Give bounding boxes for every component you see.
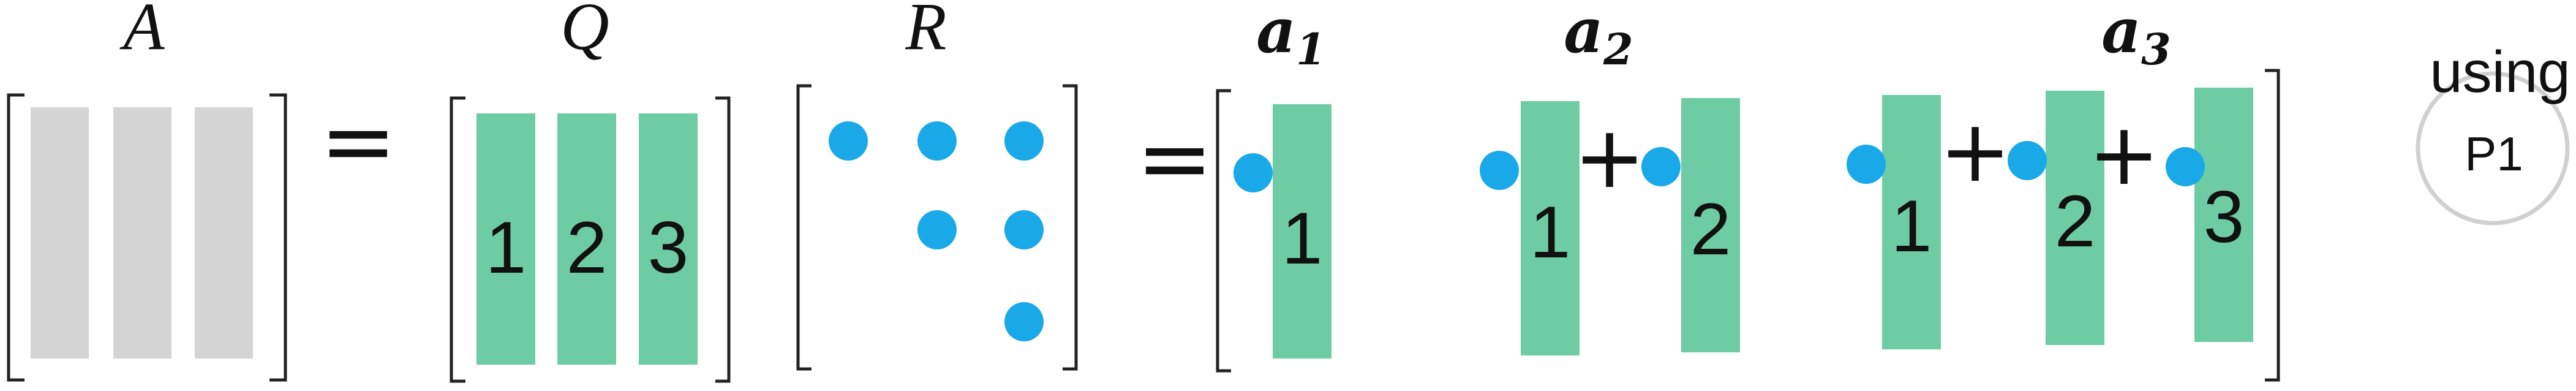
a3-q-column-2 [2046,91,2104,345]
label-q: Q [560,0,609,64]
bracket-q-right [715,96,731,383]
a1-q-column-1 [1273,104,1331,359]
a2-term-1-label: 1 [1530,191,1571,273]
a1-term-1-label: 1 [1282,197,1323,279]
bracket-a-left [7,93,24,382]
a3-q-column-3 [2194,88,2253,342]
bracket-q-left [450,96,465,383]
a3-term-2-label: 2 [2055,180,2096,262]
a3-coef-dot-2 [2008,141,2047,180]
q-column-3 [639,113,698,365]
a2-coef-dot-1 [1480,151,1519,190]
a1-coef-dot-1 [1233,153,1273,192]
r-entry-1-2 [917,121,957,161]
a2-coef-dot-2 [1641,147,1681,186]
r-entry-2-3 [1004,210,1044,249]
using-p1-badge[interactable]: using P1 [2416,39,2570,226]
a2-q-column-2 [1681,98,1740,352]
label-a3: a3 [2101,0,2171,75]
label-a: A [119,0,165,64]
r-entry-3-3 [1004,302,1044,341]
a2-plus-sign: + [1573,108,1645,208]
matrix-r: R [796,0,1078,371]
a2-q-column-1 [1521,101,1580,355]
bracket-r-left [796,84,812,371]
a3-plus-sign-2: + [2088,105,2160,205]
badge-circle [2416,71,2570,226]
bracket-result-left [1216,89,1231,373]
a-column-2 [113,107,171,359]
r-entry-2-2 [917,210,957,249]
r-entry-1-1 [829,121,868,161]
column-a1-group: a1 1 [1216,0,1331,373]
a2-term-2-label: 2 [1690,188,1731,270]
matrix-a: A [7,0,287,382]
column-a2-group: a2 1 + 2 [1480,0,1740,355]
a-column-1 [31,107,89,359]
a3-term-3-label: 3 [2204,176,2245,258]
badge-p1-text: P1 [2465,127,2523,181]
bracket-r-right [1063,84,1078,371]
bracket-a-right [269,93,287,382]
bracket-result-right [2265,69,2280,382]
q-column-1-label: 1 [486,207,527,289]
q-column-3-label: 3 [648,207,689,289]
q-column-2-label: 2 [567,207,608,289]
label-a1: a1 [1256,0,1326,75]
column-a3-group: a3 1 + 2 + 3 [1847,0,2280,382]
a3-plus-sign-1: + [1939,102,2011,202]
a3-term-1-label: 1 [1891,185,1932,267]
a3-coef-dot-1 [1847,145,1886,184]
q-column-1 [476,113,535,365]
a3-q-column-1 [1882,95,1941,349]
matrix-q: Q 1 2 3 [450,0,731,383]
equals-sign-2: = [1136,105,1213,212]
label-r: R [905,0,946,64]
r-entry-1-3 [1004,121,1044,161]
a-column-3 [195,107,253,359]
badge-using-text: using [2430,39,2570,105]
equals-sign-1: = [320,88,397,195]
q-column-2 [557,113,616,365]
label-a2: a2 [1564,0,1633,75]
a3-coef-dot-3 [2166,147,2205,186]
